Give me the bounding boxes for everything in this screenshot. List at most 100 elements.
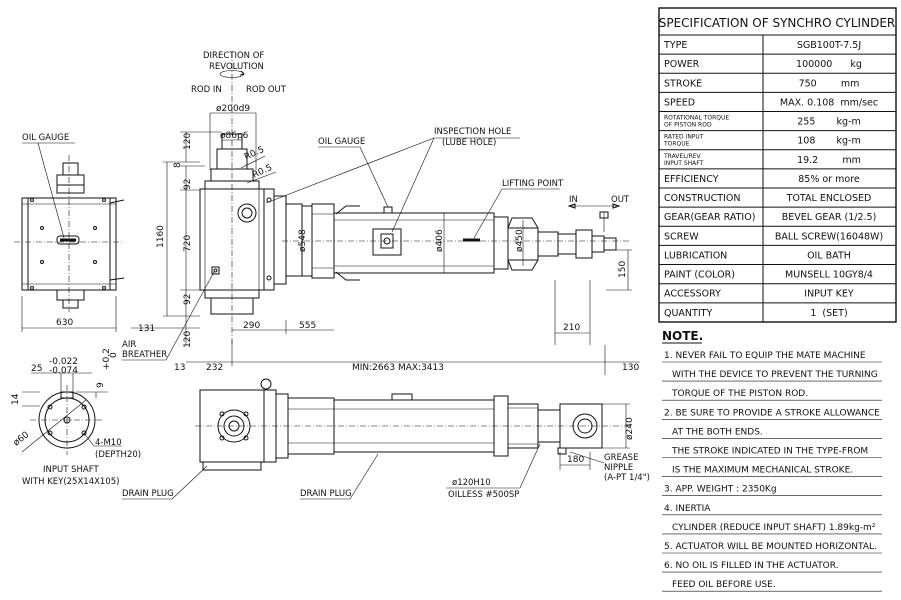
front-view: DIRECTION OF REVOLUTION ROD IN ROD OUT — [122, 51, 640, 375]
label-input-key: WITH KEY(25X14X105) — [22, 477, 119, 487]
dim-92-top: 92 — [183, 179, 193, 190]
note-line: 5. ACTUATOR WILL BE MOUNTED HORIZONTAL. — [664, 542, 877, 552]
dim-180: 180 — [567, 455, 584, 465]
dim-131: 131 — [138, 324, 155, 334]
spec-row-value: 19.2 mm — [797, 155, 861, 166]
spec-row-label: STROKE — [664, 78, 702, 89]
label-drain-plug-left: DRAIN PLUG — [122, 489, 174, 499]
spec-table: SPECIFICATION OF SYNCHRO CYLINDER TYPE SG… — [658, 7, 897, 323]
spec-row-value: TOTAL ENCLOSED — [786, 193, 872, 204]
label-grease-pt: (A-PT 1/4") — [604, 473, 650, 483]
plan-view: ø240 180 GREASE NIPPLE (A-PT 1/4") ø120H… — [122, 378, 650, 500]
spec-row-label: EFFICIENCY — [664, 174, 719, 185]
note-line: CYLINDER (REDUCE INPUT SHAFT) 1.89kg-m² — [672, 523, 876, 533]
dim-tol-a: -0.022 — [49, 357, 78, 367]
spec-row-label: OF PISTON ROD — [664, 122, 712, 129]
spec-row-value: 1 (SET) — [810, 308, 847, 319]
note-line: IS THE MAXIMUM MECHANICAL STROKE. — [672, 466, 853, 476]
label-breather: BREATHER — [122, 350, 167, 360]
notes-block: NOTE. 1. NEVER FAIL TO EQUIP THE MATE MA… — [662, 329, 882, 592]
label-revolution: REVOLUTION — [209, 62, 264, 72]
spec-row-label: TYPE — [663, 40, 687, 51]
spec-row-label: SCREW — [664, 231, 699, 242]
label-oilless: OILLESS #500SP — [448, 490, 519, 500]
dim-13: 13 — [174, 363, 185, 373]
spec-row-value: 85% or more — [798, 174, 860, 185]
dim-tol-d: 0 — [109, 352, 119, 358]
spec-row-label: ROTATIONAL TORQUE — [664, 115, 729, 122]
label-oil-gauge-mid: OIL GAUGE — [318, 137, 365, 147]
dim-630: 630 — [56, 318, 73, 328]
label-direction: DIRECTION OF — [203, 51, 264, 61]
spec-row-value: 255 kg-m — [797, 117, 861, 128]
label-in: IN — [569, 195, 578, 205]
label-lube-hole: (LUBE HOLE) — [442, 138, 496, 148]
spec-row-value: 100000 kg — [796, 59, 862, 70]
note-line: FEED OIL BEFORE USE. — [672, 580, 776, 590]
dim-450: ø450 — [515, 229, 525, 252]
dim-232: 232 — [206, 363, 223, 373]
dim-min-max: MIN:2663 MAX:3413 — [352, 363, 444, 373]
dim-555: 555 — [299, 321, 316, 331]
label-depth: (DEPTH20) — [95, 450, 141, 460]
dim-r05-b: R0.5 — [251, 163, 274, 181]
label-out: OUT — [611, 195, 630, 205]
note-line: 6. NO OIL IS FILLED IN THE ACTUATOR. — [664, 561, 839, 571]
spec-row-value: BEVEL GEAR (1/2.5) — [782, 212, 877, 223]
dim-8: 8 — [173, 162, 183, 168]
note-line: WITH THE DEVICE TO PREVENT THE TURNING — [672, 370, 878, 380]
side-view: 630 OIL GAUGE — [14, 133, 125, 332]
dim-290: 290 — [243, 321, 260, 331]
spec-row-label: POWER — [664, 59, 700, 70]
spec-row-value: OIL BATH — [807, 250, 851, 261]
dim-tol-c: +0.2 — [102, 348, 112, 370]
dim-406: ø406 — [435, 229, 445, 252]
spec-row-label: GEAR(GEAR RATIO) — [664, 212, 755, 223]
dim-548: ø548 — [298, 229, 308, 252]
spec-row-value: SGB100T-7.5J — [797, 40, 861, 51]
spec-row-label: ACCESSORY — [664, 289, 721, 300]
spec-row-label: TRAVEL/REV — [663, 153, 702, 160]
spec-row-label: INPUT SHAFT — [664, 160, 704, 167]
label-nipple: NIPPLE — [604, 463, 633, 473]
dim-9: 9 — [96, 382, 106, 388]
note-line: TORQUE OF THE PISTON ROD. — [671, 389, 808, 399]
dim-720: 720 — [183, 235, 193, 252]
dim-1160: 1160 — [156, 225, 166, 248]
label-inspection-hole: INSPECTION HOLE — [434, 127, 511, 137]
dim-120-bottom: 120 — [183, 331, 193, 348]
spec-row-label: SPEED — [664, 97, 695, 108]
dim-92-bottom: 92 — [183, 294, 193, 305]
label-oil-gauge-left: OIL GAUGE — [22, 133, 69, 143]
spec-row-value: 108 kg-m — [797, 136, 861, 147]
spec-row-label: PAINT (COLOR) — [664, 270, 735, 281]
note-line: 1. NEVER FAIL TO EQUIP THE MATE MACHINE — [664, 351, 866, 361]
label-rod-in: ROD IN — [191, 85, 222, 95]
note-line: THE STROKE INDICATED IN THE TYPE-FROM — [671, 447, 868, 457]
dim-86p6: ø86p6 — [220, 131, 249, 141]
spec-row-value: MAX. 0.108 mm/sec — [780, 97, 878, 108]
spec-row-value: BALL SCREW(16048W) — [775, 231, 883, 242]
spec-row-value: INPUT KEY — [804, 289, 854, 300]
label-h10: ø120H10 — [452, 478, 491, 488]
dim-14: 14 — [11, 393, 21, 405]
note-line: AT THE BOTH ENDS. — [672, 427, 763, 437]
label-m10: 4-M10 — [95, 438, 122, 448]
dim-120-top: 120 — [183, 133, 193, 150]
spec-row-label: TORQUE — [663, 141, 690, 148]
dim-240: ø240 — [625, 417, 635, 440]
spec-row-value: 750 mm — [799, 78, 860, 89]
dim-150: 150 — [618, 261, 628, 278]
note-line: 4. INERTIA — [664, 504, 711, 514]
dim-25: 25 — [31, 364, 42, 374]
dim-tol-b: -0.074 — [49, 366, 78, 376]
note-line: 3. APP. WEIGHT : 2350Kg — [664, 485, 777, 495]
label-air: AIR — [122, 340, 136, 350]
dim-200d9: ø200d9 — [216, 104, 250, 114]
spec-title: SPECIFICATION OF SYNCHRO CYLINDER — [659, 16, 896, 30]
label-grease: GREASE — [604, 453, 638, 463]
label-input-shaft: INPUT SHAFT — [43, 465, 99, 475]
spec-row-value: MUNSELL 10GY8/4 — [785, 270, 873, 281]
spec-row-label: QUANTITY — [664, 308, 712, 319]
